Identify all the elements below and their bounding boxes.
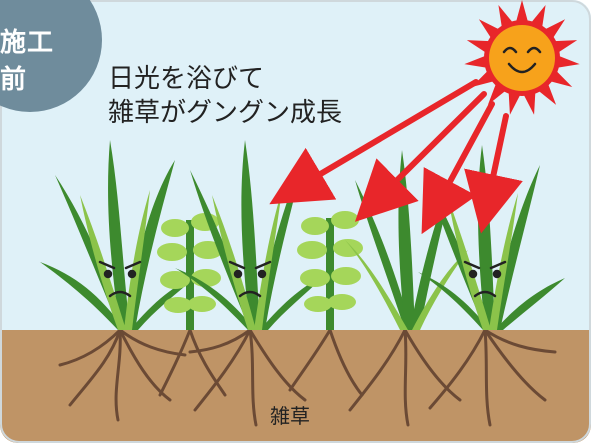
sad-face-icon (228, 260, 272, 298)
badge-circle (0, 0, 102, 112)
sun-arrow-3 (421, 101, 495, 235)
caption-line-1: 日光を浴びて (108, 64, 265, 94)
weed-grass-1 (40, 140, 198, 330)
sad-face-icon (98, 260, 142, 298)
sun-arrow-4 (464, 113, 523, 234)
sun-icon (464, 0, 580, 115)
sun-arrow-2 (354, 91, 487, 222)
sunlight-arrows (269, 79, 523, 235)
ground-label: 雑草 (270, 404, 310, 428)
caption: 日光を浴びて 雑草がグングン成長 (108, 62, 342, 130)
sun-arrow-1 (269, 79, 479, 205)
caption-line-2: 雑草がグングン成長 (108, 98, 343, 128)
badge-label: 施工前 (0, 28, 55, 95)
sad-face-icon (463, 260, 507, 298)
roots (58, 328, 557, 427)
